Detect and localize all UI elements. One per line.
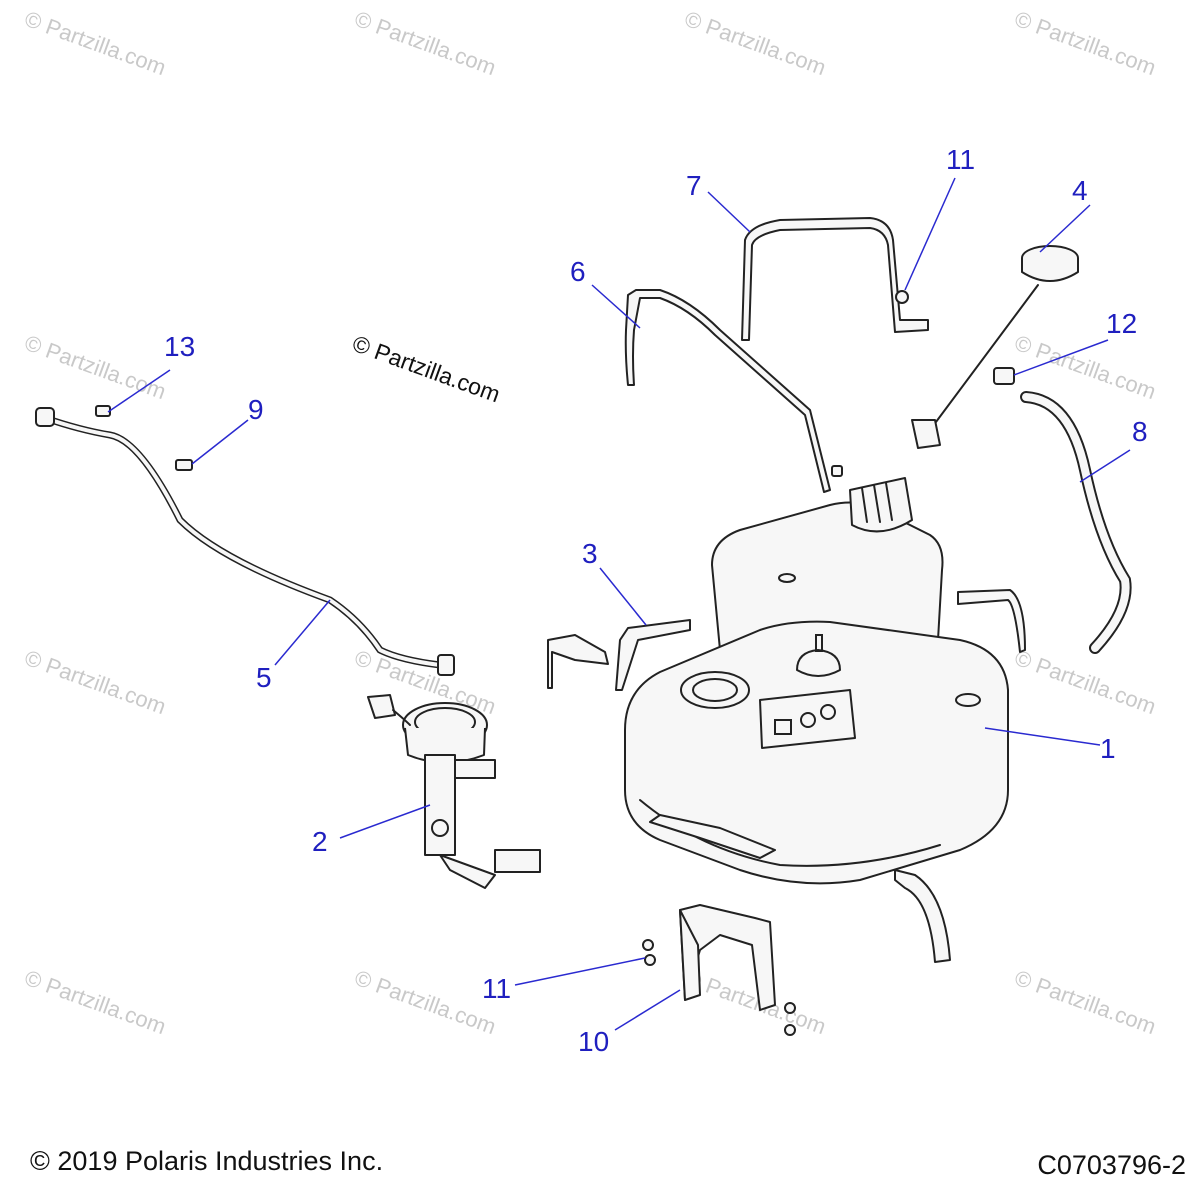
fuel-line <box>35 407 455 676</box>
callout-9: 9 <box>248 394 264 425</box>
fuel-tank <box>624 477 1009 885</box>
copyright-notice: © 2019 Polaris Industries Inc. <box>30 1146 384 1176</box>
callout-10: 10 <box>578 1026 610 1057</box>
fastener-11 <box>895 290 909 304</box>
callout-8: 8 <box>1132 416 1148 447</box>
callout-1: 1 <box>1100 733 1116 764</box>
fastener-13 <box>95 405 111 417</box>
callout-7: 7 <box>686 170 702 201</box>
fuel-sender <box>911 245 1079 449</box>
callout-3: 3 <box>582 538 598 569</box>
fastener-6 <box>831 465 843 477</box>
leader-lines <box>107 177 1131 1031</box>
callout-4: 4 <box>1072 175 1088 206</box>
tank-strap-pads <box>547 589 1026 963</box>
vent-fitting <box>993 367 1015 385</box>
diagram-part-number: C0703796-2 <box>1037 1150 1186 1180</box>
mounting-bracket <box>642 904 796 1036</box>
callout-11-top: 11 <box>946 144 976 175</box>
callout-6: 6 <box>570 256 586 287</box>
callout-12: 12 <box>1106 308 1138 339</box>
callout-5: 5 <box>256 662 272 693</box>
tank-strap-6 <box>624 289 831 493</box>
callout-2: 2 <box>312 826 328 857</box>
fuel-pump <box>367 694 541 889</box>
fastener-9 <box>175 459 193 471</box>
tank-strap-7 <box>741 217 929 341</box>
callout-11-bottom: 11 <box>482 973 512 1004</box>
callout-13: 13 <box>164 331 196 362</box>
